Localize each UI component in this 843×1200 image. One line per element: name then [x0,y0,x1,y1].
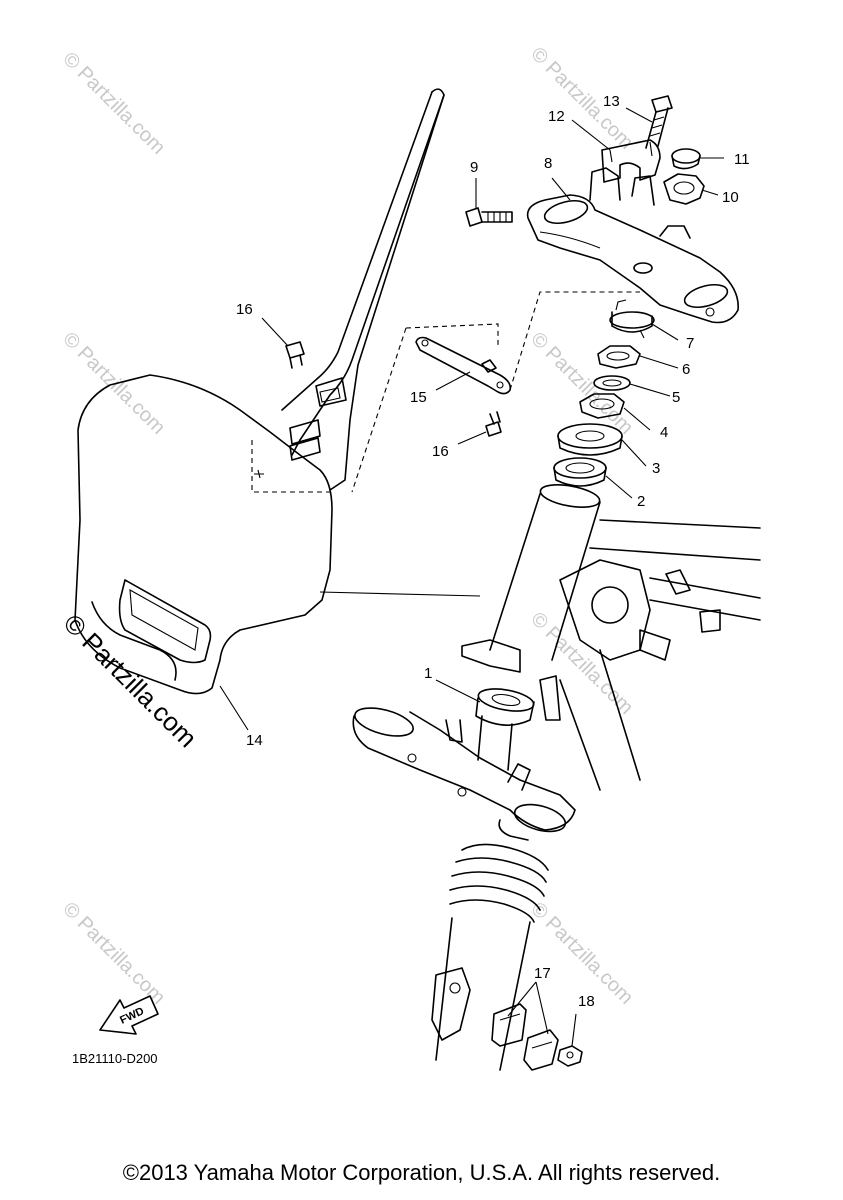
cover-3 [557,423,623,456]
callout-5: 5 [672,389,680,406]
callout-6: 6 [682,361,690,378]
fwd-label: FWD [118,1005,146,1026]
leader-lines [219,107,724,1047]
pinch-bolt-9 [465,207,513,227]
watermark: © Partzilla.com [526,43,637,154]
callout-12: 12 [548,108,565,125]
callout-2: 2 [637,493,645,510]
callout-11: 11 [734,151,750,168]
front-fork [431,843,549,1071]
lock-washer-7 [609,299,655,339]
callout-numbers: 13 12 11 10 8 9 7 6 5 4 3 2 16 15 16 1 1… [236,93,750,1010]
callout-18: 18 [578,993,595,1010]
callout-16-lower: 16 [432,443,449,460]
bolt-16-lower [485,411,502,437]
callout-16-upper: 16 [236,301,253,318]
callout-14: 14 [246,732,263,749]
watermark: © Partzilla.com [58,48,169,159]
bearing-1 [475,688,535,726]
bearing-2 [553,457,607,487]
watermark: © Partzilla.com [58,898,169,1009]
callout-15: 15 [410,389,427,406]
callout-3: 3 [652,460,660,477]
callout-13: 13 [603,93,620,110]
callout-4: 4 [660,424,668,441]
copyright-notice: ©2013 Yamaha Motor Corporation, U.S.A. A… [122,1160,721,1185]
bracket-15 [351,291,640,493]
callout-9: 9 [470,159,478,176]
washer-5 [593,375,631,391]
ring-nut-6 [597,345,641,369]
callout-17: 17 [534,965,551,982]
cap-11 [671,148,701,170]
ring-nut-4 [579,393,625,419]
diagram-code: 1B21110-D200 [72,1051,158,1066]
callout-10: 10 [722,189,739,206]
frame-head-pipe [319,484,761,791]
handlebar-clamp [601,139,661,183]
callout-1: 1 [424,665,432,682]
lower-bracket [352,707,576,841]
upper-bracket [526,167,739,324]
hose-guide-17 [491,1003,559,1071]
steering-nut-10 [663,173,705,205]
front-number-plate [74,88,445,695]
clamp-bolt [645,95,673,149]
bolt-16-upper [285,341,305,369]
bolt-18 [557,1045,583,1067]
callout-7: 7 [686,335,694,352]
callout-8: 8 [544,155,552,172]
watermark-group: © Partzilla.com © Partzilla.com © Partzi… [58,43,638,1009]
